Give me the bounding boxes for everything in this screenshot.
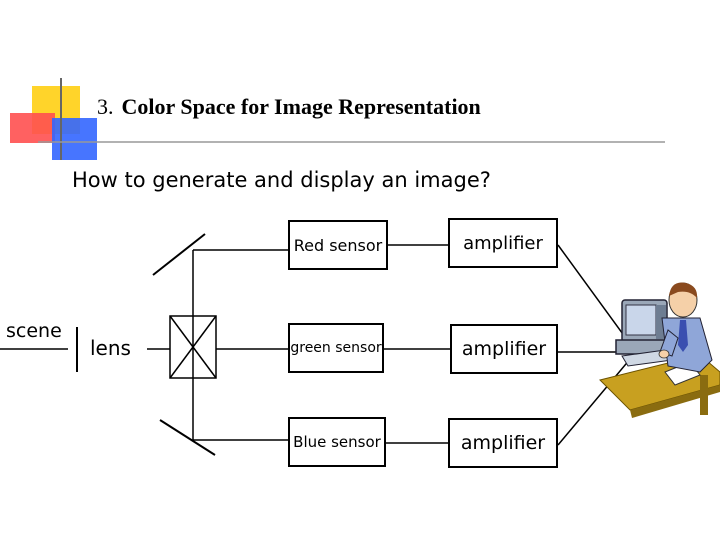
slide-title: 3. Color Space for Image Representation — [97, 94, 481, 120]
title-text: Color Space for Image Representation — [121, 94, 481, 119]
amplifier-label-1: amplifier — [463, 232, 543, 254]
amplifier-label-2: amplifier — [461, 338, 547, 360]
person-tie — [678, 320, 688, 352]
blue-sensor-box: Blue sensor — [288, 417, 386, 467]
red-sensor-label: Red sensor — [293, 235, 383, 255]
red-sensor-box: Red sensor — [288, 220, 388, 270]
person-hand — [658, 349, 670, 359]
scene-label: scene — [6, 320, 62, 342]
title-number: 3. — [97, 94, 114, 119]
top-mirror — [152, 233, 206, 276]
deco-blue-square — [52, 118, 97, 160]
amplifier-box-2: amplifier — [450, 324, 558, 374]
amplifier-box-3: amplifier — [448, 418, 558, 468]
slide-subtitle: How to generate and display an image? — [72, 168, 491, 192]
blue-sensor-label: Blue sensor — [293, 433, 381, 451]
monitor-screen — [625, 304, 657, 336]
person-arm — [659, 329, 679, 357]
monitor-side — [656, 305, 666, 339]
desk-front — [630, 385, 720, 418]
lens-box — [76, 327, 148, 372]
green-sensor-box: green sensor — [288, 323, 384, 373]
amplifier-box-1: amplifier — [448, 218, 558, 268]
lens-label: lens — [90, 336, 131, 360]
amp3-to-display-line — [557, 351, 637, 446]
amplifier-label-3: amplifier — [460, 432, 546, 454]
person-hair — [669, 282, 698, 298]
bottom-mirror — [159, 419, 216, 456]
deco-red-square — [10, 113, 55, 143]
green-sensor-label: green sensor — [290, 340, 382, 356]
desk-leg — [700, 375, 708, 415]
